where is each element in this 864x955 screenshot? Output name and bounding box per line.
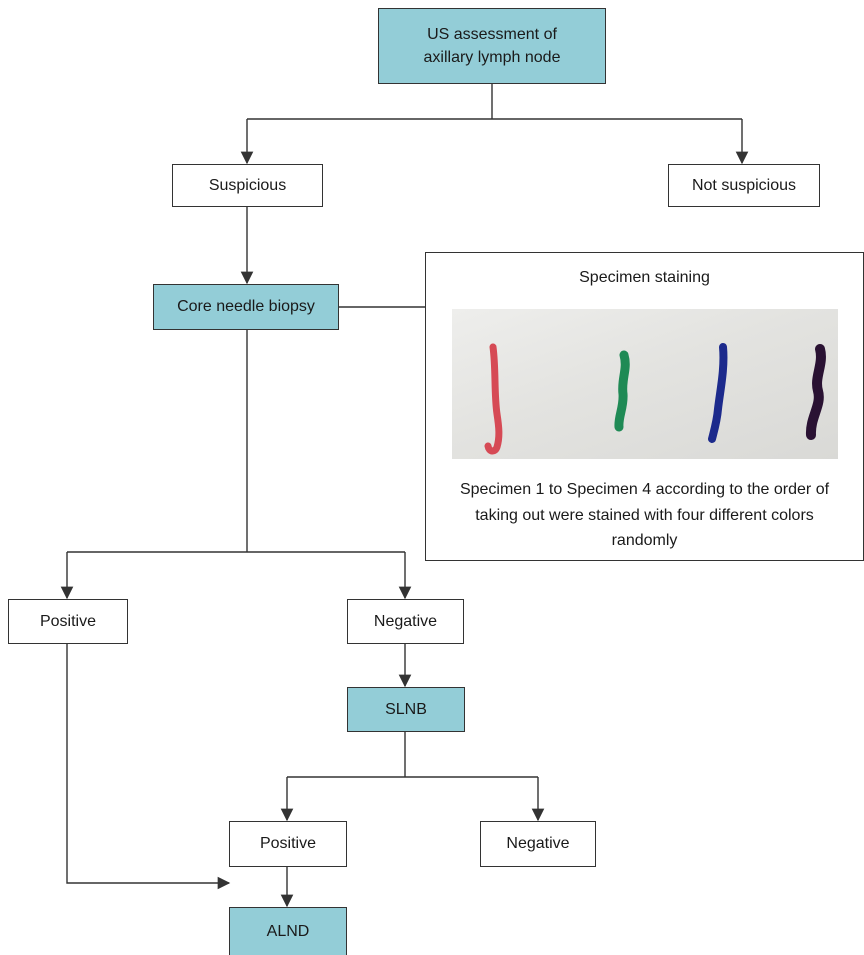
- positive-node-2: Positive: [229, 821, 347, 867]
- alnd-node: ALND: [229, 907, 347, 955]
- specimen-4: [805, 344, 826, 440]
- slnb-node: SLNB: [347, 687, 465, 732]
- specimen-1: [484, 343, 503, 455]
- arrow-positive-1-to-alnd: [66, 644, 231, 890]
- positive-node-1: Positive: [8, 599, 128, 644]
- panel-title: Specimen staining: [579, 269, 710, 286]
- specimen-staining-panel: Specimen staining Specimen 1 to Specimen…: [425, 252, 864, 561]
- negative-node-2: Negative: [480, 821, 596, 867]
- panel-caption: Specimen 1 to Specimen 4 according to th…: [459, 481, 830, 550]
- negative-node-1: Negative: [347, 599, 464, 644]
- specimen-3: [708, 343, 728, 443]
- suspicious-node: Suspicious: [172, 164, 323, 207]
- us-assessment-node: US assessment of axillary lymph node: [378, 8, 606, 84]
- specimen-strips: [484, 343, 826, 455]
- not-suspicious-node: Not suspicious: [668, 164, 820, 207]
- core-needle-biopsy-node: Core needle biopsy: [153, 284, 339, 330]
- specimen-photo: [452, 309, 838, 459]
- specimen-2: [614, 350, 630, 432]
